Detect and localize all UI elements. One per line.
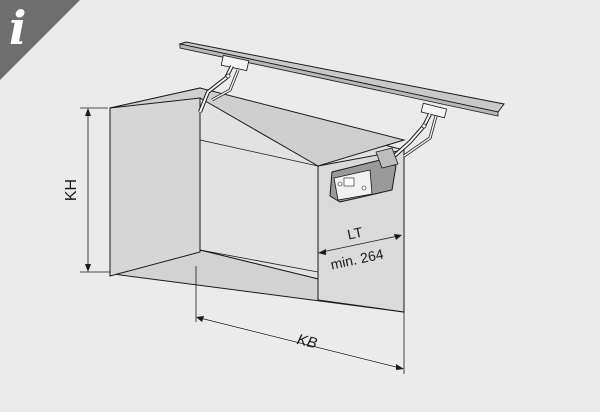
height-dimension	[80, 107, 110, 273]
interior-edge-line	[199, 139, 319, 167]
info-badge: i	[0, 0, 80, 80]
info-icon: i	[9, 1, 27, 55]
cabinet-left-panel	[109, 87, 201, 277]
interior-edge-line	[199, 249, 319, 273]
info-badge-shape	[0, 0, 80, 80]
height-label: KH	[63, 179, 80, 201]
depth-label: LT	[346, 224, 365, 243]
width-label: KB	[295, 331, 319, 352]
left-lift-arm	[198, 54, 250, 113]
lift-mechanism-housing	[329, 147, 399, 203]
right-lift-arm	[390, 102, 448, 160]
width-dimension	[195, 266, 405, 374]
depth-dimension	[318, 234, 402, 255]
cabinet-top-panel	[109, 87, 406, 167]
open-flap-edge	[179, 43, 499, 117]
